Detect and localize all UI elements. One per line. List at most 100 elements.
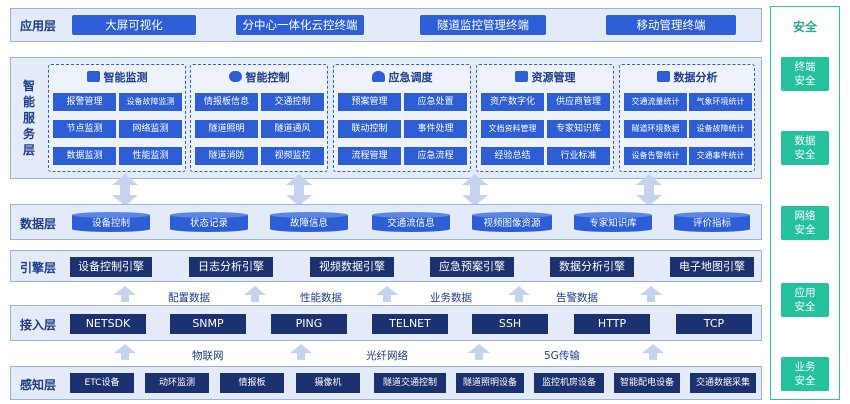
module-cell: 联动控制 [338,120,401,138]
module-resource-management: 资源管理 资产数字化 供应商管理 文档资料管理 专家知识库 经验总结 行业标准 [476,64,614,172]
module-smart-control: 智能控制 情报板信息 交通控制 隧道照明 隧道通风 隧道消防 视频监控 [190,64,328,172]
module-cell: 流程管理 [338,147,401,165]
server-icon [514,71,528,82]
up-arrow-icon [114,286,136,302]
module-smart-monitoring: 智能监测 报警管理 设备故障监测 节点监测 网络监测 数据监测 性能监测 [48,64,186,172]
security-item-application: 应用安全 [781,283,829,317]
module-data-analysis: 数据分析 交通流量统计 气象环境统计 隧道环境数据 设备故障统计 设备告警统计 … [619,64,755,172]
device-item: 智能配电设备 [614,373,680,393]
engine-item: 设备控制引擎 [70,257,152,277]
engine-layer-label: 引擎层 [20,261,57,275]
data-cylinder: 状态记录 [170,212,248,232]
protocol-item: SSH [472,314,548,334]
app-layer-label: 应用层 [20,19,57,33]
data-item-label: 评价指标 [692,218,731,229]
module-cell: 交通事件统计 [689,147,752,165]
module-cell: 视频监控 [261,147,324,165]
module-cell: 资产数字化 [481,93,544,111]
app-item-big-screen: 大屏可视化 [72,15,196,35]
alarm-icon [371,71,385,82]
module-cell: 供应商管理 [547,93,610,111]
module-cell: 应急流程 [404,147,467,165]
analysis-icon [656,71,670,82]
module-cell: 报警管理 [53,93,116,111]
link-label: 光纤网络 [366,350,408,362]
data-cylinder: 视频图像资源 [472,212,552,232]
data-item-label: 交通流信息 [387,218,435,229]
engine-item: 视频数据引擎 [310,257,394,277]
security-item-network: 网络安全 [781,206,829,240]
module-cell: 情报板信息 [195,93,258,111]
device-item: ETC设备 [70,373,134,393]
module-title: 应急调度 [388,71,433,84]
protocol-item: PING [271,314,347,334]
module-cell: 经验总结 [481,147,544,165]
module-title: 资源管理 [531,71,576,84]
module-cell: 事件处理 [404,120,467,138]
protocol-item: SNMP [170,314,246,334]
data-cylinder: 设备控制 [72,212,150,232]
security-item-business: 业务安全 [781,357,829,391]
module-cell: 网络监测 [119,120,182,138]
data-item-label: 故障信息 [289,218,328,229]
double-arrow-icon [286,174,312,206]
protocol-item: TCP [676,314,752,334]
module-cell: 设备故障统计 [689,120,752,138]
data-cylinder: 评价指标 [674,212,750,232]
module-cell: 气象环境统计 [689,93,752,111]
double-arrow-icon [112,174,138,206]
module-cell: 隧道照明 [195,120,258,138]
data-item-label: 状态记录 [189,218,228,229]
perception-layer-label: 感知层 [20,378,57,392]
link-label: 告警数据 [556,292,598,304]
link-label: 5G传输 [544,350,580,362]
double-arrow-icon [462,174,488,206]
module-emergency-dispatch: 应急调度 预案管理 应急处置 联动控制 事件处理 流程管理 应急流程 [333,64,471,172]
device-item: 隧道交通控制 [374,373,446,393]
module-cell: 设备告警统计 [624,147,687,165]
module-title: 数据分析 [673,71,718,84]
data-cylinder: 故障信息 [270,212,348,232]
engine-item: 电子地图引擎 [670,257,754,277]
data-item-label: 视频图像资源 [483,218,541,229]
app-item-tunnel-terminal: 隧道监控管理终端 [420,15,546,35]
data-layer-label: 数据层 [20,217,57,231]
module-title: 智能监测 [103,71,148,84]
device-item: 监控机房设备 [534,373,604,393]
up-arrow-icon [640,286,662,302]
protocol-item: NETSDK [70,314,146,334]
device-item: 隧道照明设备 [456,373,524,393]
protocol-item: HTTP [574,314,650,334]
up-arrow-icon [376,286,398,302]
device-item: 情报板 [220,373,284,393]
up-arrow-icon [114,344,136,360]
link-label: 配置数据 [168,292,210,304]
security-title: 安全 [792,20,817,34]
module-cell: 行业标准 [547,147,610,165]
data-item-label: 专家知识库 [589,218,637,229]
module-cell: 文档资料管理 [481,120,544,138]
device-item: 摄像机 [296,373,360,393]
data-item-label: 设备控制 [91,218,130,229]
module-cell: 隧道消防 [195,147,258,165]
up-arrow-icon [290,344,312,360]
module-cell: 预案管理 [338,93,401,111]
module-title: 智能控制 [245,71,290,84]
up-arrow-icon [508,286,530,302]
up-arrow-icon [244,286,266,302]
link-label: 性能数据 [300,292,342,304]
data-cylinder: 专家知识库 [574,212,652,232]
controller-icon [228,71,242,82]
module-cell: 性能监测 [119,147,182,165]
security-item-data: 数据安全 [781,131,829,165]
module-cell: 节点监测 [53,120,116,138]
module-cell: 设备故障监测 [119,93,182,111]
link-label: 物联网 [192,350,224,362]
module-cell: 数据监测 [53,147,116,165]
device-item: 交通数据采集 [690,373,756,393]
protocol-item: TELNET [372,314,448,334]
engine-item: 应急预案引擎 [430,257,514,277]
module-cell: 隧道通风 [261,120,324,138]
app-item-cloud-terminal: 分中心一体化云控终端 [236,15,364,35]
service-layer-label: 智 能 服 务 层 [22,79,35,157]
